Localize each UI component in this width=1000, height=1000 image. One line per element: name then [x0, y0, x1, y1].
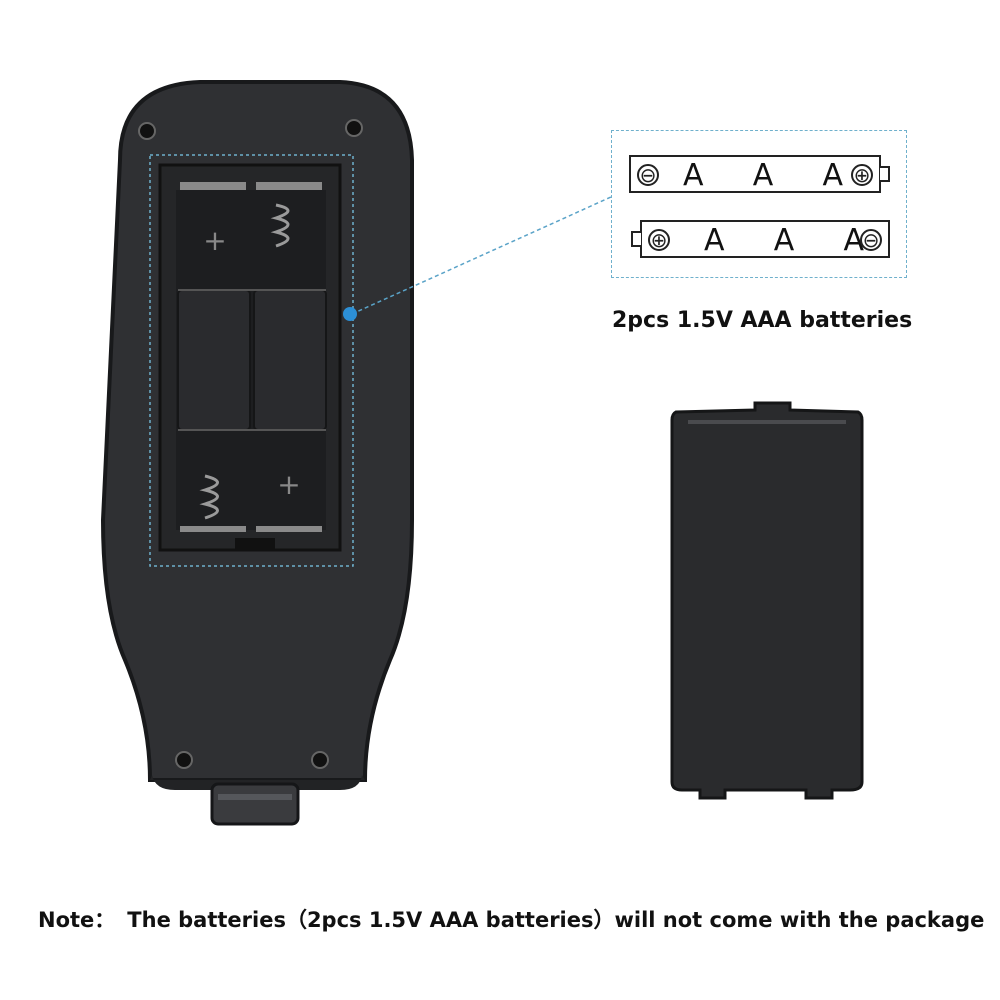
positive-terminal-icon: ⊕ — [648, 229, 670, 251]
note-line: Note： The batteries（2pcs 1.5V AAA batteri… — [38, 904, 984, 934]
callout-line — [351, 196, 612, 315]
negative-terminal-icon: ⊖ — [637, 164, 659, 186]
cell-label: A — [704, 223, 725, 258]
battery-orientation-callout — [611, 130, 907, 278]
cell-label: A — [752, 158, 774, 193]
cell-label: A — [843, 223, 864, 258]
battery-diagram-top: ⊖ A A A ⊕ — [629, 155, 890, 193]
battery-nub — [631, 231, 641, 247]
plus-mark: + — [203, 224, 226, 257]
sensor-probe — [210, 782, 300, 826]
cell-label: A — [683, 158, 704, 193]
positive-terminal-icon: ⊕ — [851, 164, 873, 186]
battery-nub — [880, 166, 890, 182]
battery-cell-labels: A A A — [683, 157, 843, 193]
battery-cover — [670, 401, 864, 800]
note-label: Note： — [38, 908, 116, 932]
cell-label: A — [822, 158, 843, 193]
plus-mark: + — [277, 468, 300, 501]
cell-label: A — [773, 223, 795, 258]
battery-cell-labels: A A A — [704, 222, 864, 258]
spring-contact-icon — [199, 203, 290, 520]
note-text: The batteries（2pcs 1.5V AAA batteries）wi… — [127, 908, 985, 932]
screw-icon — [138, 119, 363, 769]
battery-caption: 2pcs 1.5V AAA batteries — [612, 308, 913, 333]
thickness-gauge-device: + + — [100, 80, 414, 826]
callout-dot — [343, 307, 357, 321]
negative-terminal-icon: ⊖ — [860, 229, 882, 251]
battery-diagram-bottom: ⊕ A A A ⊖ — [631, 220, 890, 258]
